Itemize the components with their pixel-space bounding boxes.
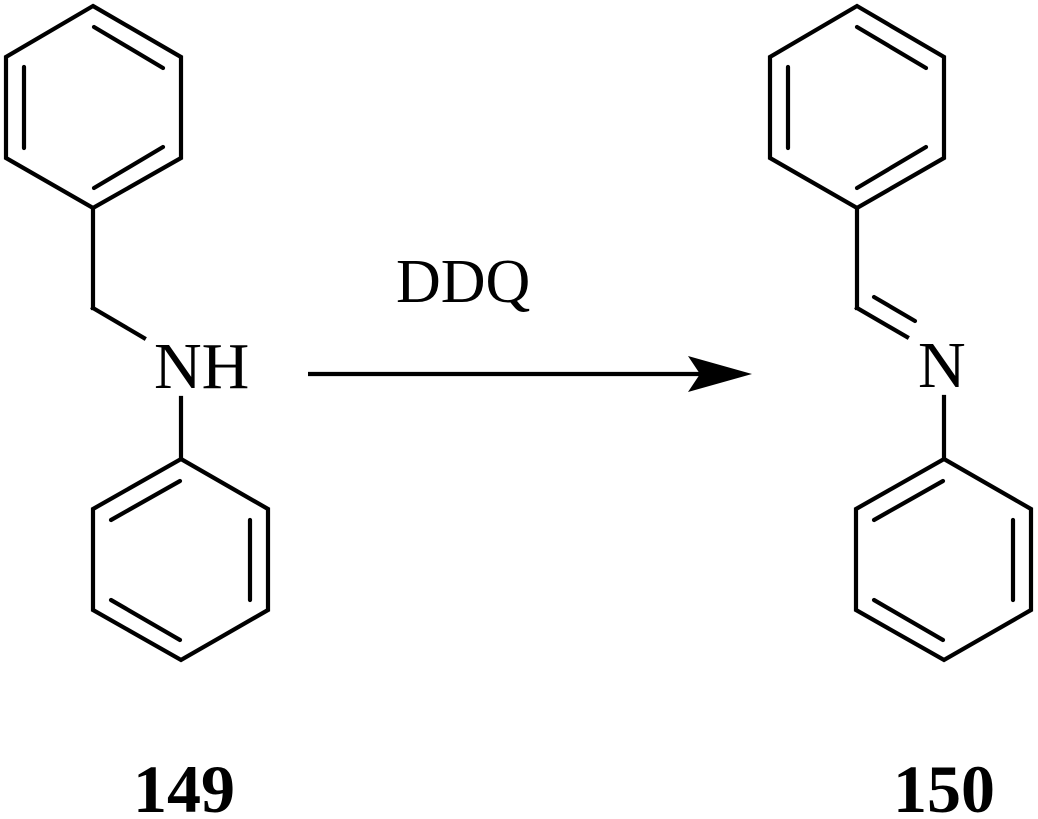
reactant-ch2-n-bond (90, 305, 147, 341)
reagent-label: DDQ (396, 248, 530, 316)
product-top-benzene-ring (767, 3, 947, 211)
product-n-label: N (918, 329, 966, 402)
product-150-structure: N (767, 3, 1034, 663)
reaction-arrow (308, 356, 752, 392)
product-c-n-double-bond-outer (854, 305, 910, 340)
reactant-149-structure: NH (3, 3, 271, 663)
arrow-head-icon (688, 356, 752, 392)
compound-number-149: 149 (133, 751, 235, 819)
reactant-nh-label: NH (154, 330, 249, 403)
reactant-top-benzene-ring (3, 3, 184, 211)
reactant-bottom-benzene-ring (90, 456, 271, 663)
product-bottom-benzene-ring (853, 456, 1034, 663)
compound-number-150: 150 (893, 751, 995, 819)
product-c-n-double-bond-inner (871, 294, 918, 324)
